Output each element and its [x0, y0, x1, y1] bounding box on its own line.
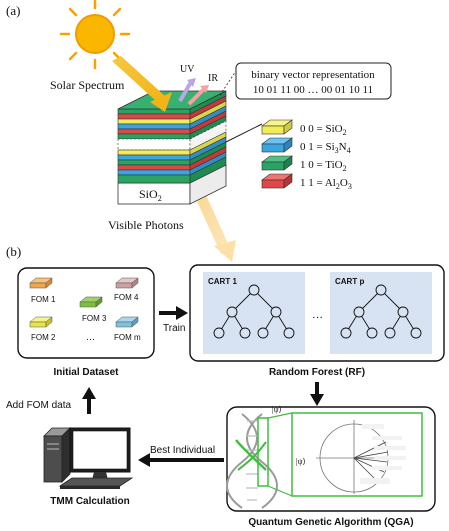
solar-spectrum-label: Solar Spectrum [50, 78, 125, 92]
add-fom-arrow [82, 387, 96, 414]
legend-tile-sio2 [261, 119, 293, 135]
fom-m-label: FOM m [114, 333, 141, 342]
random-forest-caption: Random Forest (RF) [269, 367, 365, 378]
train-arrow [159, 306, 188, 320]
dna-helix-icon [226, 413, 278, 509]
cartp-label: CART p [335, 277, 364, 286]
qga-caption: Quantum Genetic Algorithm (QGA) [248, 517, 413, 528]
visible-photons-label: Visible Photons [108, 218, 184, 232]
fom1-label: FOM 1 [31, 295, 56, 304]
qubit-panel [291, 412, 423, 497]
best-individual-label: Best Individual [150, 445, 215, 456]
legend-entry-tio2: 1 0 = TiO2 [300, 159, 347, 173]
visible-photon-beam [190, 182, 231, 254]
fom2-label: FOM 2 [31, 333, 56, 342]
fom1-tile [29, 277, 53, 289]
uv-arrow [178, 78, 196, 103]
legend-entry-sio2: 0 0 = SiO2 [300, 123, 347, 137]
binary-vector-box: binary vector representation 10 01 11 00… [235, 62, 392, 100]
substrate-subscript: 2 [158, 194, 162, 203]
decision-tree-p [340, 284, 422, 339]
fom3-label: FOM 3 [82, 314, 107, 323]
initial-dataset-box: FOM 1 FOM 3 FOM 4 FOM 2 … FOM m [17, 267, 155, 359]
cart1-label: CART 1 [208, 277, 237, 286]
legend-tile-si3n4 [261, 137, 293, 153]
bloch-circle-icon [316, 420, 406, 494]
psi-top-label: |ψ⟩ [272, 405, 282, 414]
fom4-label: FOM 4 [114, 293, 139, 302]
binary-pointer-line [219, 70, 237, 96]
ir-label: IR [208, 73, 218, 84]
random-forest-box: CART 1 CART p … [189, 264, 445, 362]
legend-entry-al2o3: 1 1 = Al2O3 [300, 177, 352, 191]
ir-arrow [187, 85, 209, 106]
train-label: Train [163, 323, 185, 334]
binary-vector-title: binary vector representation [251, 69, 375, 81]
fom-ellipsis: … [86, 332, 95, 342]
uv-label: UV [180, 64, 195, 75]
binary-vector-value: 10 01 11 00 … 00 01 10 11 [253, 84, 373, 96]
decision-tree-1 [213, 284, 295, 339]
computer-icon [43, 427, 134, 489]
add-fom-label: Add FOM data [6, 400, 71, 411]
fom-m-tile [115, 316, 139, 328]
fom3-tile [79, 296, 103, 308]
multilayer-stack: SiO2 [117, 90, 227, 205]
best-individual-arrow [138, 453, 224, 467]
panel-a-label: (a) [6, 3, 20, 18]
qga-box: |ψ⟩ |ψ⟩ [226, 405, 436, 512]
rf-to-qga-arrow [310, 382, 324, 406]
sun-icon [59, 0, 131, 70]
legend-pointer-line [225, 123, 263, 143]
substrate-label: SiO [139, 187, 158, 201]
tmm-caption: TMM Calculation [50, 496, 129, 507]
legend-entry-si3n4: 0 1 = Si3N4 [300, 141, 351, 155]
panel-b-label: (b) [6, 244, 21, 259]
material-legend: 0 0 = SiO2 0 1 = Si3N4 1 0 = TiO2 1 1 = … [261, 119, 352, 191]
fom4-tile [115, 277, 139, 289]
psi-mid-label: |ψ⟩ [296, 457, 306, 466]
rf-ellipsis: … [312, 309, 323, 321]
legend-tile-tio2 [261, 155, 293, 171]
initial-dataset-caption: Initial Dataset [53, 367, 119, 378]
legend-tile-al2o3 [261, 173, 293, 189]
fom2-tile [29, 316, 53, 328]
solar-beam-arrow [112, 56, 165, 101]
svg-text:SiO2: SiO2 [139, 187, 162, 203]
